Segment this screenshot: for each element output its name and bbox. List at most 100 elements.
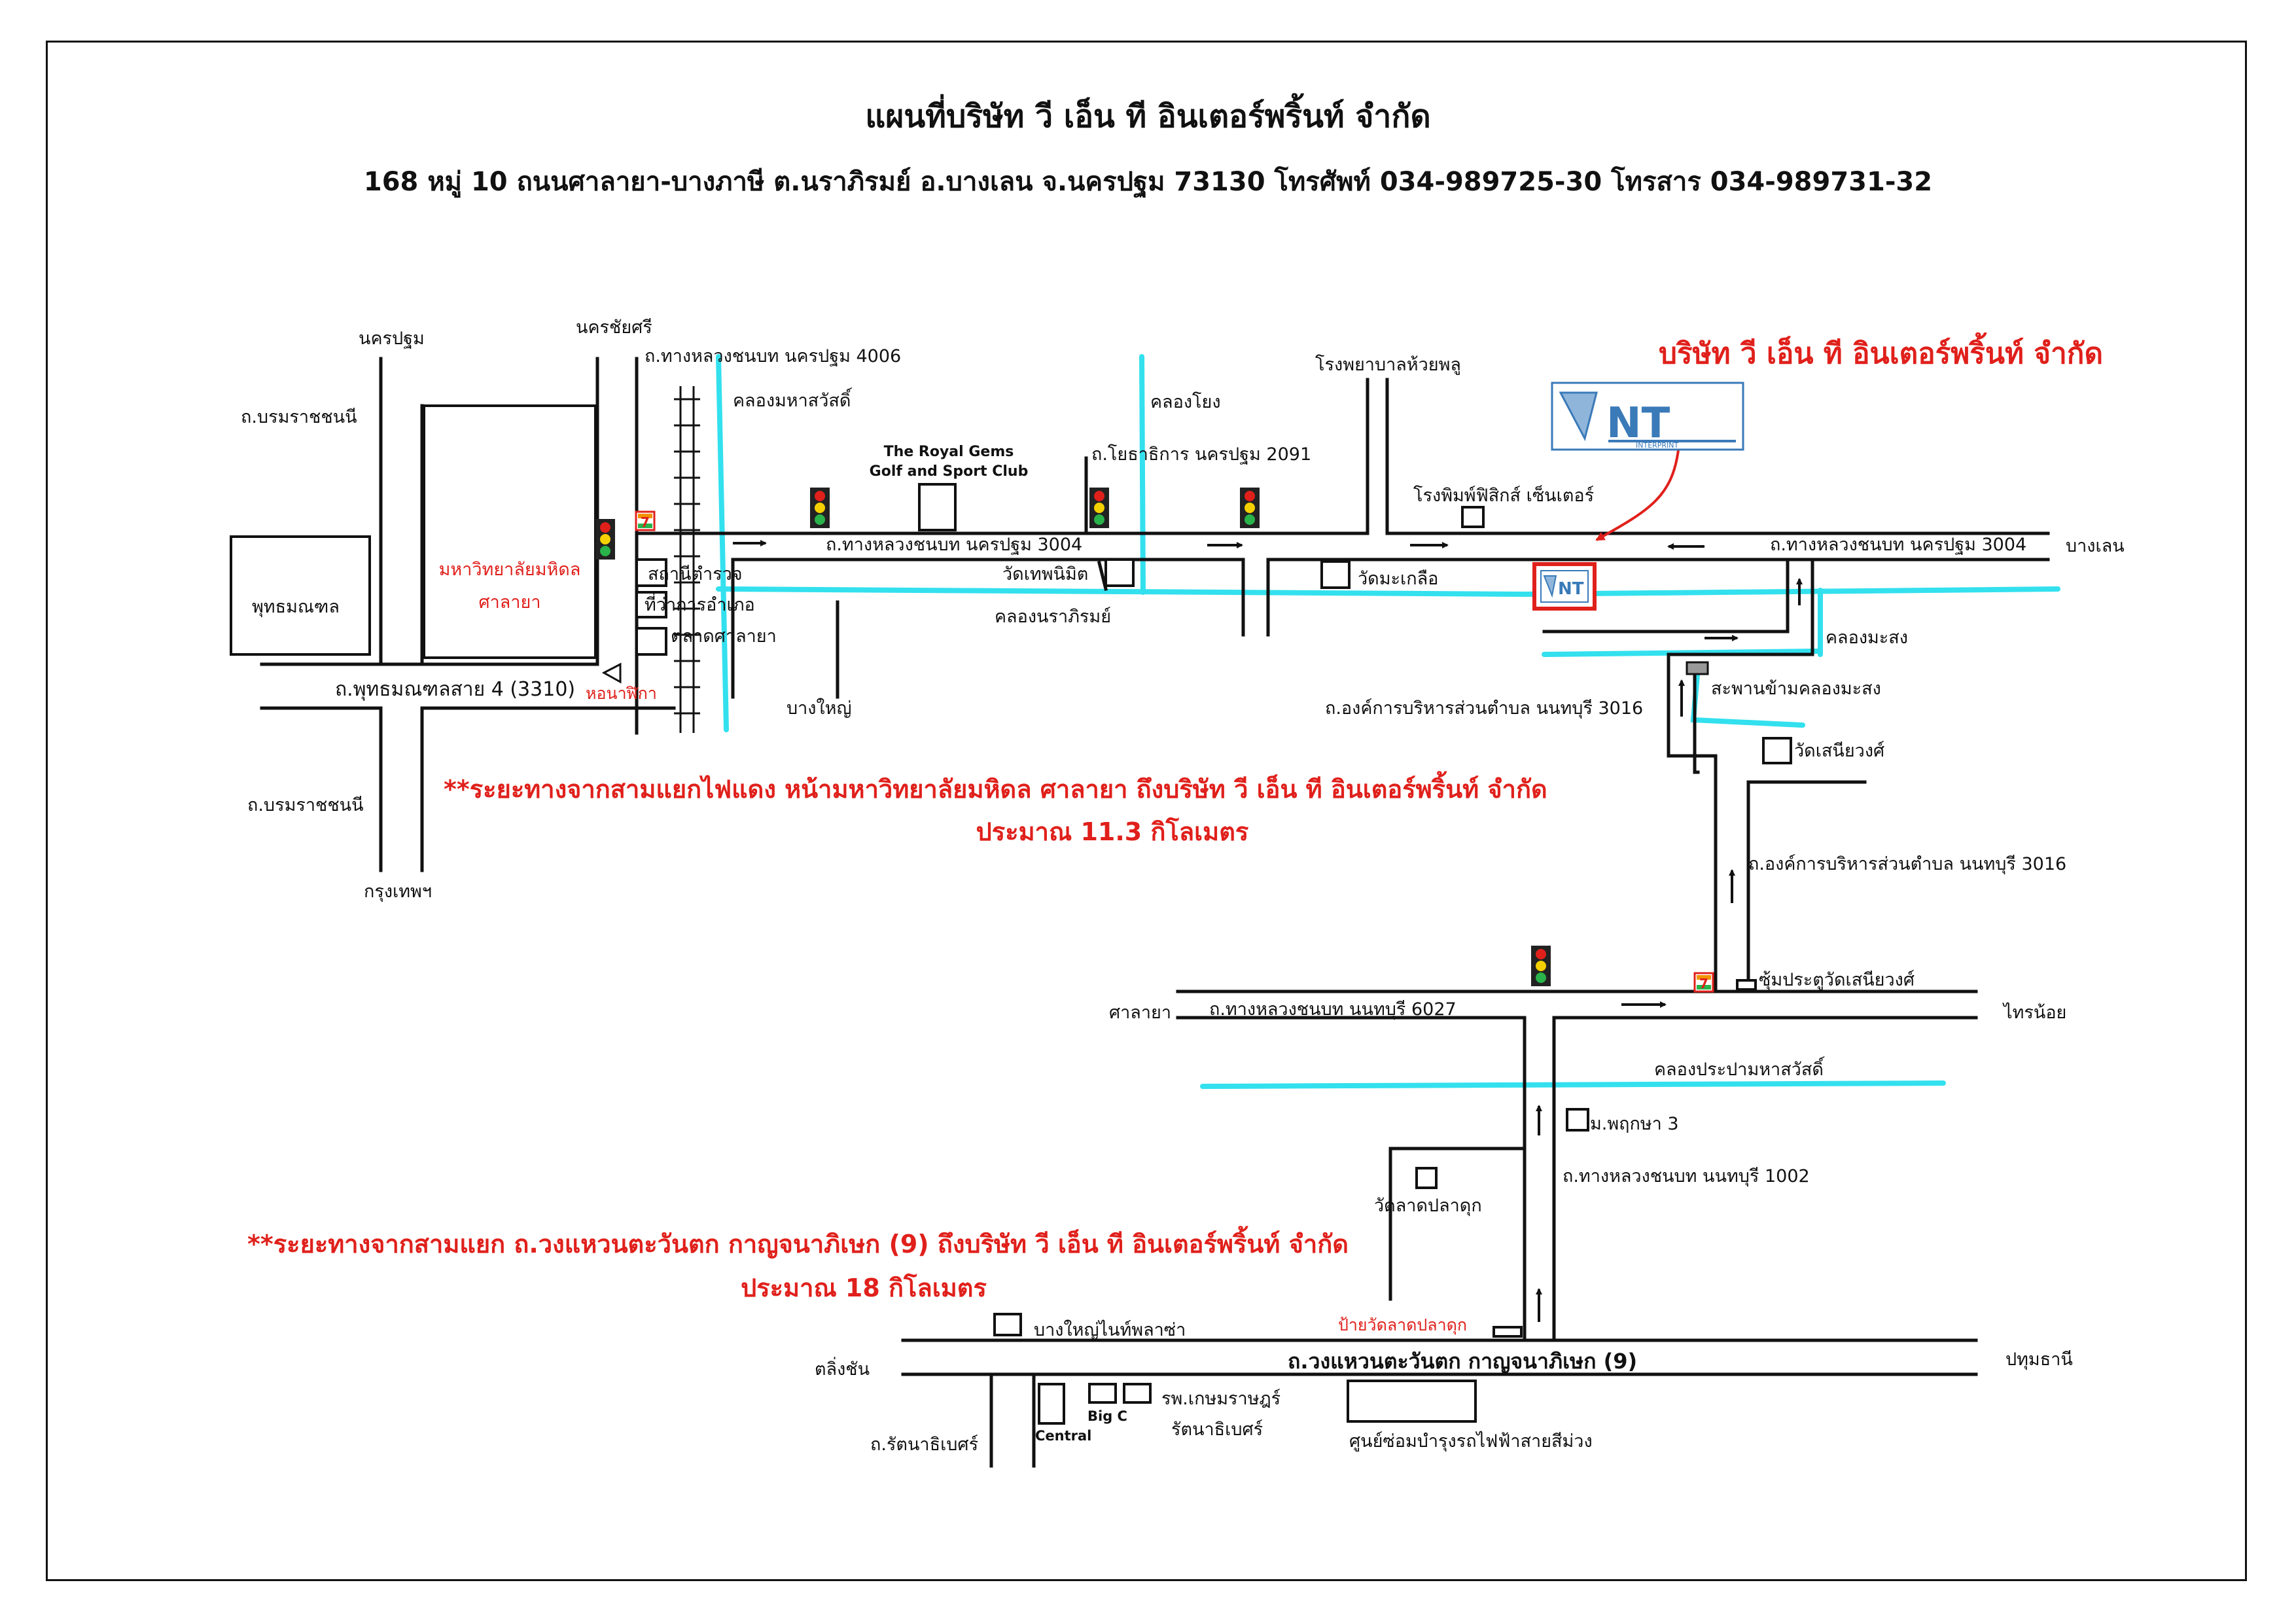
label-kasemrad-2: รัตนาธิเบศร์ <box>1171 1419 1263 1440</box>
traffic-light-icon <box>1240 488 1260 528</box>
label-police-station: สถานีตำรวจ <box>648 564 743 584</box>
seven-eleven-icons: 7 7 <box>635 510 1714 993</box>
clock-tower-icon <box>601 662 622 684</box>
label-sai-noi: ไทรน้อย <box>2004 1003 2067 1023</box>
label-bangkok: กรุงเทพฯ <box>364 882 433 902</box>
label-tao-road-3016-a: ถ.องค์การบริหารส่วนตำบล นนทบุรี 3016 <box>1325 698 1644 719</box>
label-central: Central <box>1035 1428 1092 1444</box>
label-rural-road-3004-b: ถ.ทางหลวงชนบท นครปฐม 3004 <box>1770 535 2027 555</box>
svg-text:7: 7 <box>641 514 650 530</box>
svg-text:NT: NT <box>1558 579 1584 599</box>
label-khlong-maha-sawat: คลองมหาสวัสดิ์ <box>733 391 851 411</box>
label-rural-road-1002: ถ.ทางหลวงชนบท นนทบุรี 1002 <box>1563 1166 1810 1186</box>
company-location-marker: NT <box>1532 562 1597 611</box>
svg-text:7: 7 <box>1699 976 1708 991</box>
police-station-box <box>635 558 667 587</box>
company-logo: NT INTERPRINT <box>1551 382 1744 451</box>
phutthamonthon-box <box>230 535 371 656</box>
label-clock-tower: หอนาฬิกา <box>586 684 657 703</box>
khlong-prapam-canal <box>1200 1080 1946 1089</box>
salaya-market-box <box>635 627 667 656</box>
traffic-light-icon <box>1531 946 1551 986</box>
distance-note-2: **ระยะทางจากสามแยก ถ.วงแหวนตะวันตก กาญจน… <box>247 1230 1349 1258</box>
roads <box>260 357 2050 1468</box>
svg-text:NT: NT <box>1606 399 1670 448</box>
sign-box <box>1492 1326 1523 1338</box>
mahidol-box <box>423 404 597 659</box>
big-c-box-2 <box>1123 1383 1152 1404</box>
label-royal-gems-2: Golf and Sport Club <box>869 463 1029 480</box>
traffic-lights <box>595 488 1551 986</box>
label-physics-center: โรงพิมพ์ฟิสิกส์ เซ็นเตอร์ <box>1413 486 1595 506</box>
label-big-c: Big C <box>1087 1408 1127 1424</box>
logo-pointer-arrow <box>1595 450 1680 541</box>
seven-eleven-icon: 7 <box>635 510 656 531</box>
label-khlong-naraphirom: คลองนราภิรมย์ <box>995 607 1112 627</box>
direction-arrows <box>733 540 1803 1322</box>
company-name-label: บริษัท วี เอ็น ที อินเตอร์พริ้นท์ จำกัด <box>1659 337 2104 370</box>
label-nakhon-chai-si: นครชัยศรี <box>576 317 652 338</box>
rail-tracks <box>674 386 700 733</box>
wat-sanee-wong-box <box>1762 737 1792 764</box>
label-khlong-yong: คลองโยง <box>1150 392 1221 412</box>
label-salaya-market: ตลาดศาลายา <box>671 626 777 647</box>
wat-arch-box <box>1736 979 1757 991</box>
big-c-box-1 <box>1088 1383 1117 1404</box>
royal-gems-box <box>918 483 957 531</box>
bang-yai-plaza-box <box>993 1313 1022 1336</box>
label-phruksa-3: ม.พฤกษา 3 <box>1590 1114 1679 1134</box>
label-yothathikan-road: ถ.โยธาธิการ นครปฐม 2091 <box>1091 444 1312 465</box>
label-borommaratchachonnani-2: ถ.บรมราชชนนี <box>247 795 364 815</box>
wat-lat-pla-duk-box <box>1415 1167 1438 1189</box>
ma-song-bridge-marker <box>1686 661 1709 675</box>
label-rattanathibet-road: ถ.รัตนาธิเบศร์ <box>870 1435 979 1455</box>
label-wat-lat-pla-duk: วัดลาดปลาดุก <box>1374 1196 1482 1216</box>
label-khlong-ma-song: คลองมะสง <box>1826 628 1908 648</box>
label-rural-road-4006: ถ.ทางหลวงชนบท นครปฐม 4006 <box>645 346 902 366</box>
label-phutthamonthon: พุทธมณฑล <box>252 597 340 617</box>
label-rural-road-3004-a: ถ.ทางหลวงชนบท นครปฐม 3004 <box>826 535 1083 555</box>
khlong-naraphirom-canal <box>716 586 2060 597</box>
label-bang-yai-plaza: บางใหญ่ไนท์พลาซ่า <box>1034 1320 1186 1340</box>
label-bang-len: บางเลน <box>2066 536 2125 556</box>
label-borommaratchachonnani-1: ถ.บรมราชชนนี <box>241 407 357 427</box>
label-tao-road-3016-b: ถ.องค์การบริหารส่วนตำบล นนทบุรี 3016 <box>1748 854 2067 874</box>
label-district-office: ที่ว่าการอำเภอ <box>645 595 755 615</box>
distance-note-1: **ระยะทางจากสามแยกไฟแดง หน้ามหาวิทยาลัยม… <box>444 775 1547 804</box>
traffic-light-icon <box>1089 488 1109 528</box>
svg-text:INTERPRINT: INTERPRINT <box>1636 441 1679 450</box>
distance-note-2-km: ประมาณ 18 กิโลเมตร <box>741 1274 987 1302</box>
central-box <box>1038 1383 1065 1425</box>
label-mahidol-1: มหาวิทยาลัยมหิดล <box>438 560 581 580</box>
label-wat-lat-pla-duk-sign: ป้ายวัดลาดปลาดุก <box>1338 1315 1468 1334</box>
label-khlong-prapam: คลองประปามหาสวัสดิ์ <box>1654 1060 1824 1080</box>
label-wat-sanee-wong-arch: ซุ้มประตูวัดเสนียวงศ์ <box>1759 970 1915 990</box>
label-ma-song-bridge: สะพานข้ามคลองมะสง <box>1711 679 1881 699</box>
canals <box>716 354 2060 1089</box>
label-bang-yai: บางใหญ่ <box>786 698 852 719</box>
purple-line-depot-box <box>1347 1380 1477 1423</box>
label-wat-sanee-wong: วัดเสนียวงศ์ <box>1794 741 1885 761</box>
company-address: 168 หมู่ 10 ถนนศาลายา-บางภาษี ต.นราภิรมย… <box>363 167 1933 197</box>
distance-note-1-km: ประมาณ 11.3 กิโลเมตร <box>976 817 1249 846</box>
label-purple-line-depot: ศูนย์ซ่อมบำรุงรถไฟฟ้าสายสีม่วง <box>1349 1431 1593 1452</box>
label-nakhon-pathom: นครปฐม <box>359 329 425 349</box>
wat-makluea-box <box>1320 560 1351 589</box>
label-royal-gems-1: The Royal Gems <box>883 444 1014 460</box>
label-taling-chan: ตลิ่งชัน <box>815 1359 870 1380</box>
khlong-maha-sawat-canal <box>716 354 729 732</box>
traffic-light-icon <box>810 488 830 528</box>
traffic-light-icon <box>595 519 615 560</box>
label-kasemrad-1: รพ.เกษมราษฎร์ <box>1161 1389 1281 1409</box>
label-kanchanaphisek-road: ถ.วงแหวนตะวันตก กาญจนาภิเษก (9) <box>1288 1349 1638 1374</box>
phruksa-box <box>1566 1108 1589 1132</box>
label-rural-road-6027: ถ.ทางหลวงชนบท นนทบุรี 6027 <box>1209 999 1457 1020</box>
label-salaya: ศาลายา <box>1109 1003 1171 1023</box>
khlong-yong-canal <box>1139 354 1146 595</box>
wat-thep-nimit-box <box>1104 558 1135 587</box>
label-wat-makluea: วัดมะเกลือ <box>1358 569 1439 589</box>
physics-center-box <box>1461 506 1485 528</box>
district-office-box <box>635 591 667 618</box>
label-wat-thep-nimit: วัดเทพนิมิต <box>1002 564 1089 584</box>
